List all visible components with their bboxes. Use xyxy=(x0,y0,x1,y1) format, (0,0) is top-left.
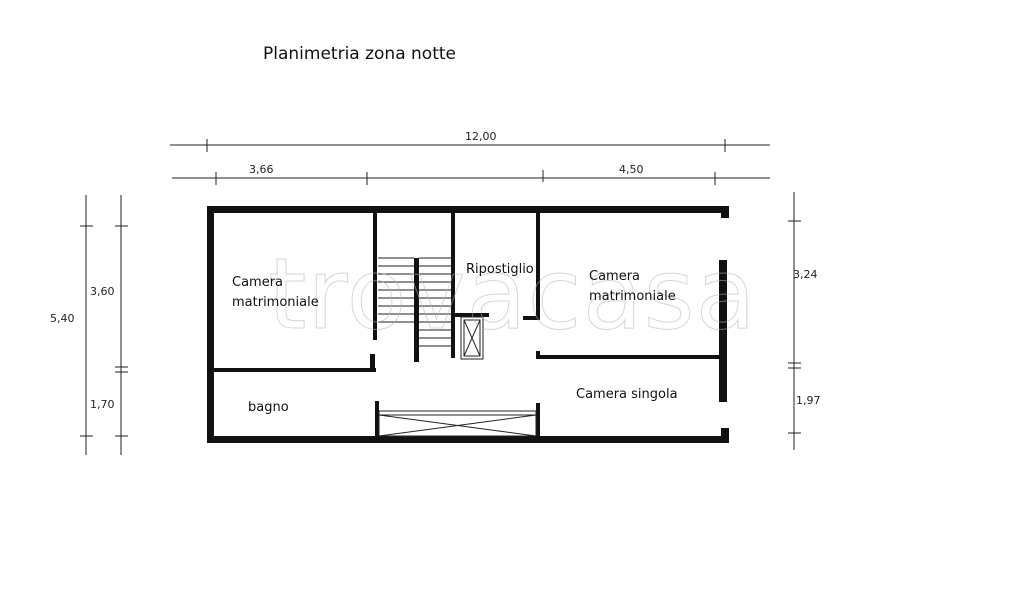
dimension-left-width: 3,66 xyxy=(249,163,274,176)
dimension-lines-top xyxy=(170,139,770,185)
dimension-total-height: 5,40 xyxy=(50,312,75,325)
dimension-right-upper: 3,24 xyxy=(793,268,818,281)
room-label-camera-matrimoniale-left: Camera matrimoniale xyxy=(232,274,319,311)
dimension-left-upper: 3,60 xyxy=(90,285,115,298)
stair-treads xyxy=(378,257,451,347)
corridor-wardrobe xyxy=(378,410,537,437)
page-title: Planimetria zona notte xyxy=(263,44,456,64)
dimension-left-lower: 1,70 xyxy=(90,398,115,411)
dimension-lines-right xyxy=(788,192,801,450)
dimension-right-lower: 1,97 xyxy=(796,394,821,407)
room-label-line-2: matrimoniale xyxy=(232,295,319,310)
room-label-ripostiglio: Ripostiglio xyxy=(466,262,534,277)
dimension-lines-left xyxy=(80,195,128,455)
room-label-camera-singola: Camera singola xyxy=(576,387,678,402)
watermark: trovacasa xyxy=(268,238,757,353)
dimension-right-width: 4,50 xyxy=(619,163,644,176)
room-label-line-2: matrimoniale xyxy=(589,289,676,304)
room-label-camera-matrimoniale-right: Camera matrimoniale xyxy=(589,268,676,305)
walls xyxy=(207,206,729,443)
dimension-total-width: 12,00 xyxy=(465,130,497,143)
corridor-cabinet xyxy=(460,316,484,360)
room-label-line-1: Camera xyxy=(589,269,641,284)
room-label-bagno: bagno xyxy=(248,400,289,415)
room-label-line-1: Camera xyxy=(232,275,284,290)
